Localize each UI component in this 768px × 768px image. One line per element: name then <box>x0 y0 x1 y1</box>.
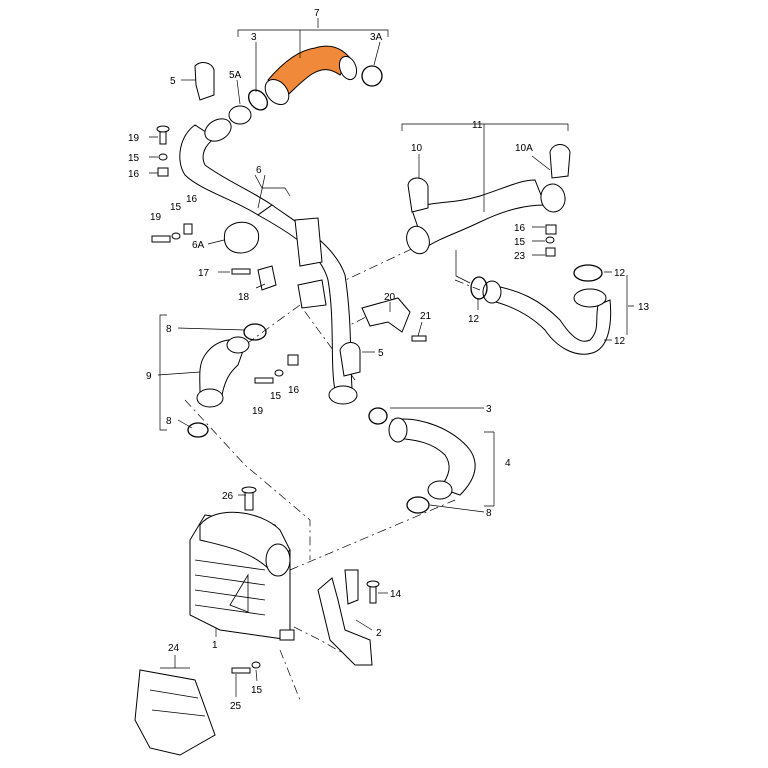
callout-19-top: 19 <box>128 133 140 144</box>
callout-4: 4 <box>505 458 511 469</box>
callout-15-low: 15 <box>270 391 282 402</box>
callout-9: 9 <box>146 371 152 382</box>
bracket-2[interactable] <box>317 577 373 666</box>
ring-8-a <box>243 323 267 341</box>
ring-12-b <box>470 276 488 300</box>
pipe-11[interactable] <box>403 144 571 257</box>
callout-20: 20 <box>384 292 396 303</box>
callout-25: 25 <box>230 701 242 712</box>
callout-6a: 6A <box>192 240 205 251</box>
bolt-set-low <box>254 354 299 384</box>
ring-3-top <box>247 89 269 111</box>
callout-14: 14 <box>390 589 402 600</box>
hose-13[interactable] <box>470 264 612 355</box>
callout-5-top: 5 <box>170 76 176 87</box>
callout-17: 17 <box>198 268 210 279</box>
callout-13: 13 <box>638 302 650 313</box>
pipe-6-outlet <box>328 385 358 405</box>
bracket-10 <box>407 177 429 213</box>
callout-7: 7 <box>314 8 320 19</box>
pipe-6-flange-top <box>204 118 232 142</box>
callout-15-right: 15 <box>514 237 526 248</box>
bolt-14 <box>369 584 377 604</box>
callout-8-b: 8 <box>166 416 172 427</box>
intercooler-1[interactable] <box>189 486 295 641</box>
ring-12-a <box>573 264 603 282</box>
callout-11: 11 <box>472 120 483 131</box>
leader-lines <box>149 18 634 697</box>
callout-16-low: 16 <box>288 385 300 396</box>
hose-9[interactable] <box>187 323 267 438</box>
clamp-5a <box>228 105 252 125</box>
hose-13-end-left <box>482 280 502 304</box>
bolt-set-mid <box>151 223 193 243</box>
pipe-11-end-right <box>540 183 566 213</box>
ring-8-c <box>406 496 430 514</box>
callout-21: 21 <box>420 311 432 322</box>
callout-15-top: 15 <box>128 153 140 164</box>
hose-7-end-right <box>338 55 358 81</box>
callout-3-top: 3 <box>251 32 257 43</box>
hose-7[interactable] <box>245 45 383 113</box>
ring-3-low <box>368 407 388 425</box>
callout-19-mid: 19 <box>150 212 162 223</box>
hose-13-end-right <box>573 288 607 308</box>
bracket-5-mid <box>339 342 361 377</box>
bracket-18 <box>257 265 277 291</box>
bolt-21 <box>411 335 427 342</box>
callout-16-mid: 16 <box>186 194 198 205</box>
callout-8-c: 8 <box>486 508 492 519</box>
callout-15-mid: 15 <box>170 202 182 213</box>
hose-4[interactable] <box>368 407 476 514</box>
intercooler-outlet <box>265 543 291 577</box>
callout-8-a: 8 <box>166 324 172 335</box>
pipe-11-end-left <box>406 225 430 255</box>
callout-3-low: 3 <box>486 404 492 415</box>
hose-7-end-left <box>264 78 290 106</box>
callout-6: 6 <box>256 165 262 176</box>
ring-8-b <box>187 422 209 438</box>
callout-labels: 7 3 3A 5 5A 19 15 16 6 19 15 16 6A 17 18… <box>128 8 650 712</box>
callout-16-right: 16 <box>514 223 526 234</box>
callout-10a: 10A <box>515 143 533 154</box>
callout-19-low: 19 <box>252 406 264 417</box>
bolt-set-top <box>156 125 170 177</box>
bracket-10a <box>549 144 571 179</box>
callout-3a: 3A <box>370 32 383 43</box>
callout-15-bot: 15 <box>251 685 263 696</box>
bolt-25 <box>231 667 251 674</box>
sensor-6a <box>223 221 260 254</box>
callout-10: 10 <box>411 143 423 154</box>
hose-7-highlight[interactable] <box>267 45 351 101</box>
bracket-5-top <box>194 62 215 101</box>
callout-26: 26 <box>222 491 234 502</box>
callout-12-a: 12 <box>614 268 626 279</box>
callout-5-mid: 5 <box>378 348 384 359</box>
bracket-20 <box>361 297 411 333</box>
callout-16-top: 16 <box>128 169 140 180</box>
callout-2: 2 <box>376 628 382 639</box>
callout-12-b: 12 <box>468 314 480 325</box>
callout-23: 23 <box>514 251 526 262</box>
callout-24: 24 <box>168 643 180 654</box>
bolt-17 <box>231 268 251 275</box>
callout-1: 1 <box>212 640 218 651</box>
pipe-6[interactable] <box>179 105 358 405</box>
callout-5a: 5A <box>229 70 242 81</box>
ring-3a <box>361 65 383 87</box>
callout-12-c: 12 <box>614 336 626 347</box>
callout-18: 18 <box>238 292 250 303</box>
